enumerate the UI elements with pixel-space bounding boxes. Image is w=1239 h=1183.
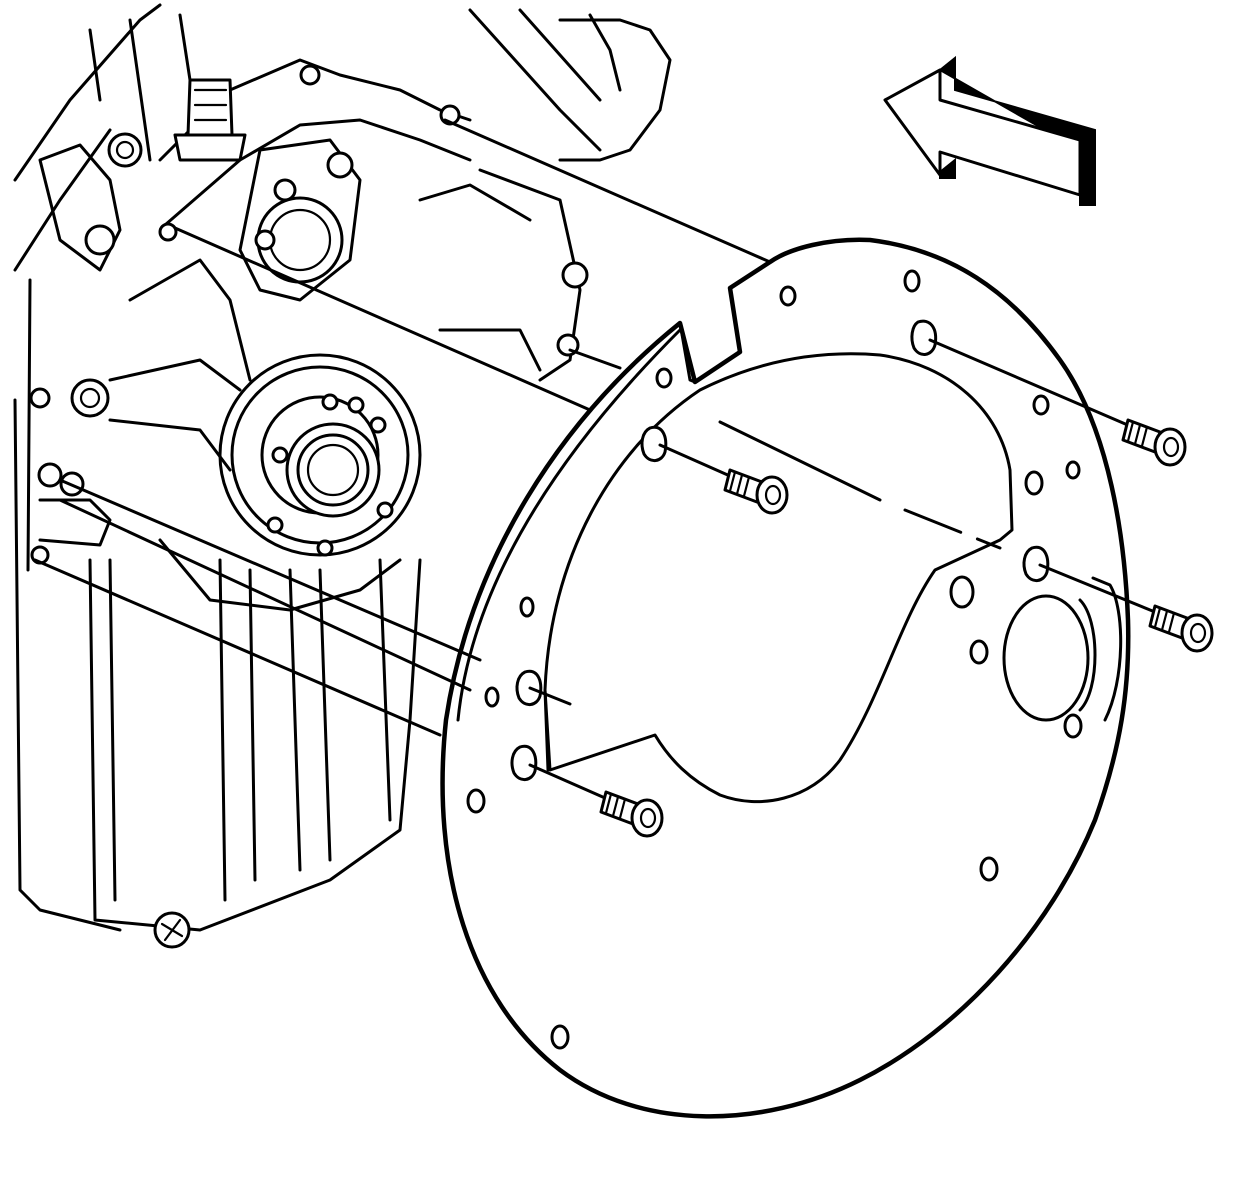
mounting-bolt — [1148, 604, 1214, 653]
engine-rear-plate — [440, 237, 1131, 1119]
mounting-bolts — [528, 338, 1214, 838]
engine-block — [13, 3, 672, 949]
direction-arrow-icon — [883, 55, 1096, 206]
mounting-bolt — [599, 790, 664, 838]
mounting-bolt — [723, 468, 789, 515]
oil-pan — [88, 538, 422, 949]
alignment-lines — [33, 118, 1002, 737]
mounting-bolt — [1121, 418, 1187, 467]
